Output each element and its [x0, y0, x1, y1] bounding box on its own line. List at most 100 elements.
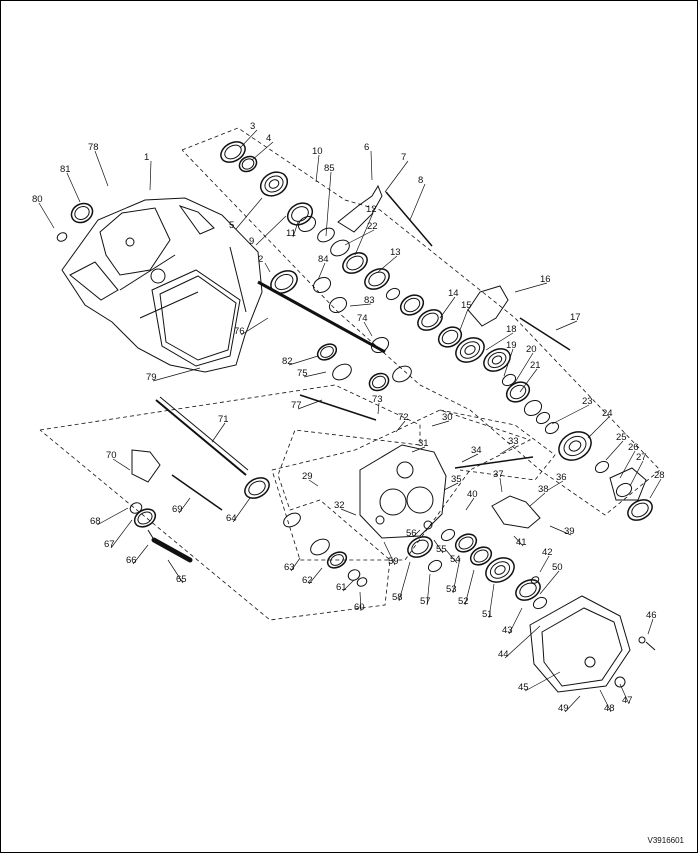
- leader-line: [178, 497, 191, 514]
- gear-shape: [224, 144, 242, 160]
- leader-line: [317, 262, 326, 281]
- leader-line: [439, 296, 456, 319]
- leader-line: [443, 482, 459, 491]
- callout-number: 15: [461, 300, 472, 311]
- gear-shape: [458, 536, 474, 550]
- callout-number: 31: [418, 438, 429, 449]
- callout-number: 73: [372, 394, 383, 405]
- gear-shape: [370, 336, 390, 354]
- shift-forks: [131, 184, 647, 529]
- callout-number: 79: [146, 372, 157, 383]
- callout-number: 28: [654, 470, 665, 481]
- gear-shape: [403, 297, 421, 313]
- gear-shape: [347, 569, 361, 581]
- leader-line: [619, 683, 630, 705]
- leader-line: [485, 332, 514, 351]
- leader-line: [354, 212, 374, 256]
- gear-shape: [515, 579, 541, 601]
- gear-shape: [568, 440, 582, 452]
- callout-number: 20: [526, 344, 537, 355]
- leader-line: [452, 557, 461, 594]
- gear-shape: [283, 512, 301, 528]
- leader-line: [290, 557, 301, 572]
- group-outlines: [39, 127, 661, 621]
- callout-number: 82: [282, 356, 293, 367]
- leader-line: [239, 129, 258, 149]
- leader-line: [297, 399, 323, 410]
- leader-line: [629, 460, 644, 487]
- callout-number: 13: [390, 247, 401, 258]
- leader-line: [344, 229, 375, 246]
- gear-shape: [241, 158, 255, 170]
- callout-number: 42: [542, 547, 553, 558]
- gear-shape: [137, 511, 153, 525]
- leader-line: [167, 559, 184, 584]
- gear-shape: [332, 363, 352, 381]
- callout-number: 17: [570, 312, 581, 323]
- callout-number: 64: [226, 513, 237, 524]
- transmission-case: [61, 197, 263, 373]
- gear-shape: [407, 536, 433, 558]
- callout-number: 44: [498, 649, 509, 660]
- callout-number: 14: [448, 288, 459, 299]
- callout-number: 80: [32, 194, 43, 205]
- leader-line: [377, 402, 380, 415]
- callout-number: 55: [436, 544, 447, 555]
- leader-line: [132, 544, 149, 565]
- gear-shape: [326, 551, 348, 569]
- gear-shape: [421, 312, 439, 328]
- gear-shape: [244, 477, 270, 499]
- callout-number: 76: [234, 326, 245, 337]
- callout-number: 19: [506, 340, 517, 351]
- callout-number: 39: [564, 526, 575, 537]
- leader-line: [398, 561, 411, 602]
- leader-line: [499, 444, 516, 455]
- gear-shape: [501, 373, 517, 387]
- callout-number: 36: [556, 472, 567, 483]
- callout-number: 43: [502, 625, 513, 636]
- gear-shape: [483, 348, 511, 372]
- leader-line: [370, 150, 373, 181]
- callout-number: 70: [106, 450, 117, 461]
- leader-line: [445, 549, 458, 564]
- callout-number: 72: [398, 412, 409, 423]
- gear-shape: [74, 206, 90, 220]
- leader-line: [564, 695, 581, 713]
- gear-shape: [248, 480, 266, 496]
- leader-line: [647, 618, 654, 635]
- callout-number: 65: [176, 574, 187, 585]
- leader-line: [513, 535, 524, 547]
- leader-line: [499, 477, 503, 493]
- leader-line: [255, 215, 287, 246]
- callout-number: 3: [250, 121, 255, 132]
- gear-shape: [459, 341, 481, 359]
- callout-number: 48: [604, 703, 615, 714]
- leader-line: [587, 416, 610, 439]
- gear-shape: [494, 565, 506, 575]
- gear-shape: [631, 502, 649, 518]
- callout-number: 10: [312, 146, 323, 157]
- leader-line: [549, 525, 572, 536]
- callout-number: 68: [90, 516, 101, 527]
- leader-line: [649, 478, 662, 499]
- gear-shape: [615, 482, 633, 498]
- callout-number: 24: [602, 408, 613, 419]
- leader-line: [383, 541, 396, 566]
- gear-shape: [368, 372, 390, 392]
- leader-line: [292, 221, 299, 238]
- leader-line: [340, 508, 357, 516]
- callout-number: 16: [540, 274, 551, 285]
- callout-number: 85: [324, 163, 335, 174]
- gear-shape: [316, 343, 338, 361]
- callout-number: 83: [364, 295, 375, 306]
- callout-number: 62: [302, 575, 313, 586]
- leader-line: [112, 458, 131, 471]
- gear-shape: [563, 435, 587, 457]
- callout-number: 41: [516, 537, 527, 548]
- callout-number: 59: [388, 556, 399, 567]
- callout-number: 9: [249, 236, 254, 247]
- gear-shape: [411, 539, 429, 555]
- callout-number: 45: [518, 682, 529, 693]
